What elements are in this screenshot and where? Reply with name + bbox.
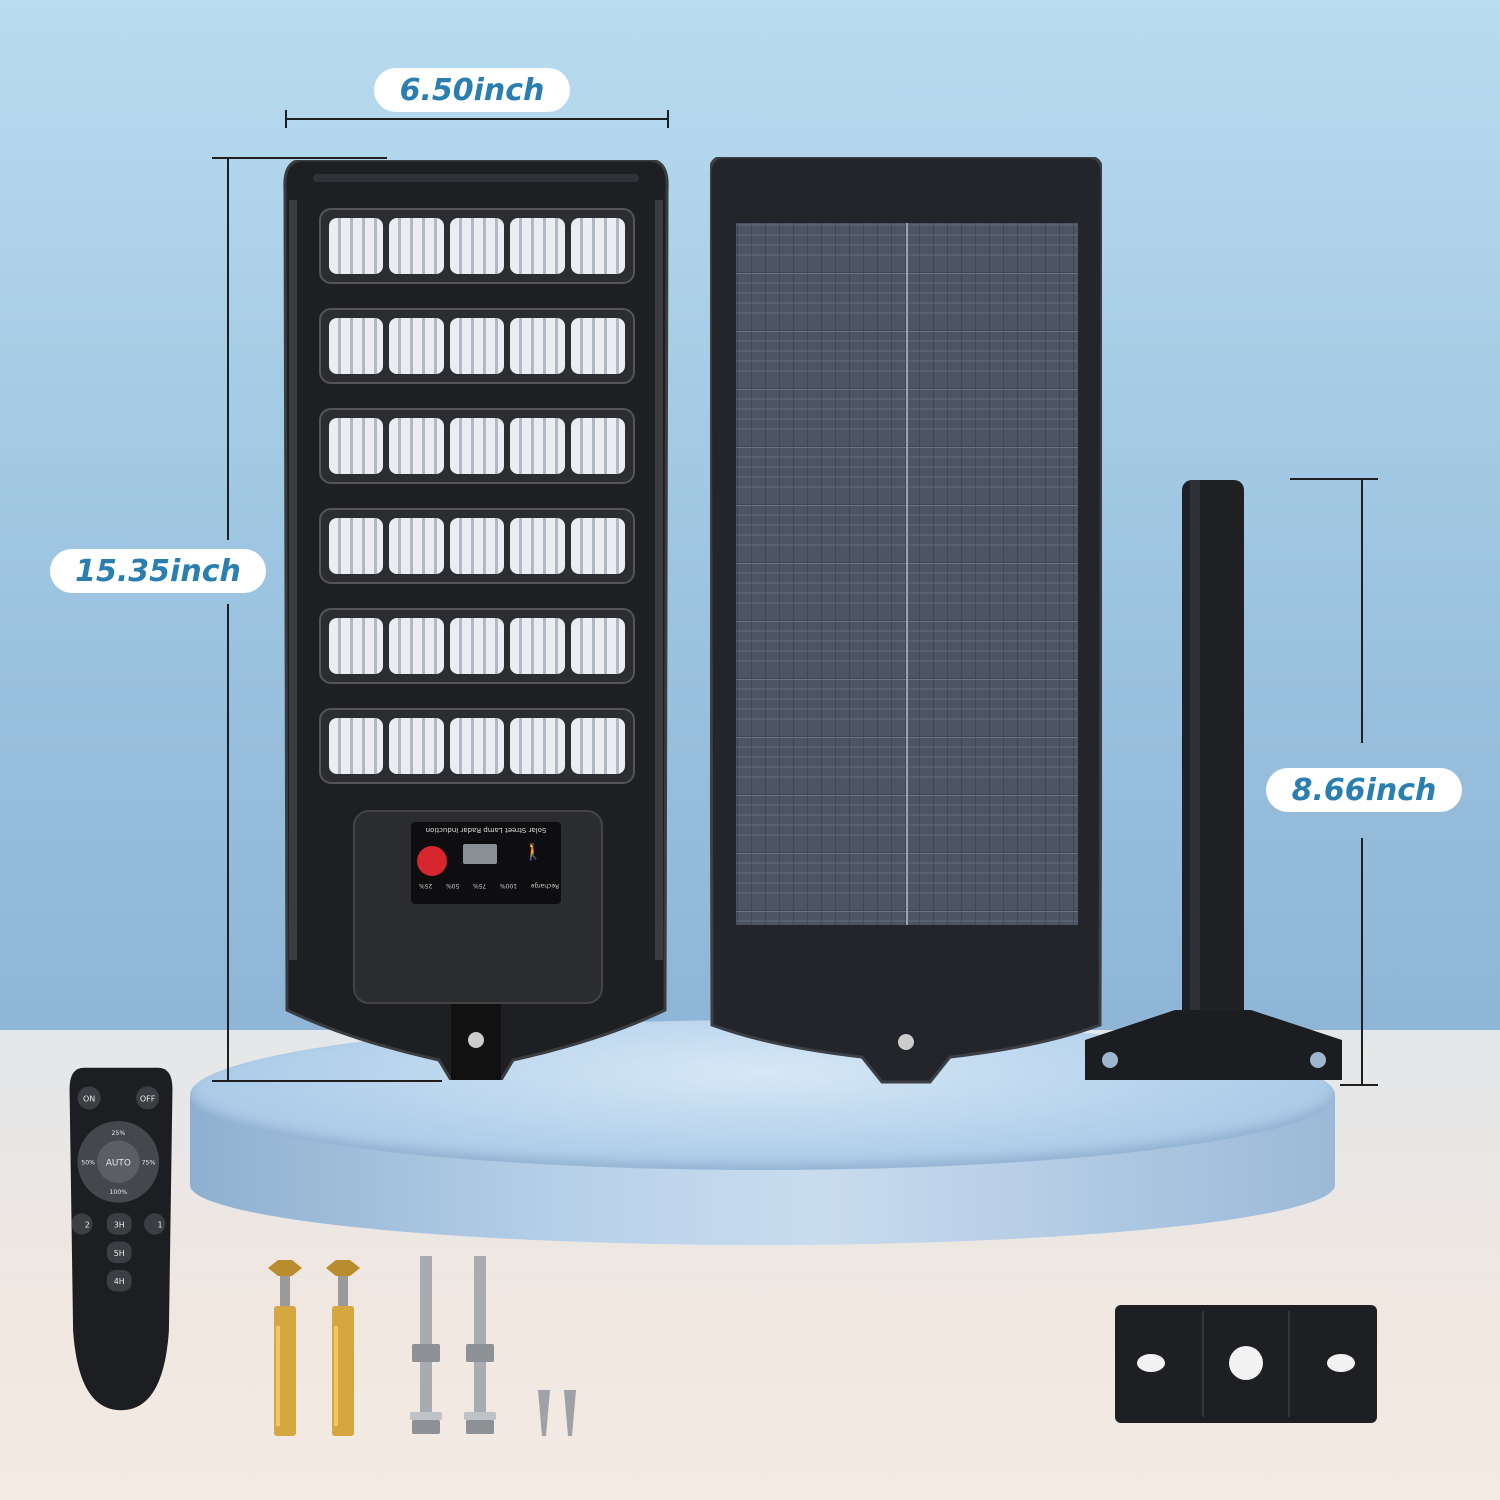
- height-dimension-line-top: [227, 157, 229, 540]
- remote-signal-1-label: 1: [157, 1220, 162, 1229]
- expansion-bolts: [268, 1260, 360, 1436]
- display-screen: [463, 844, 497, 864]
- control-box: Solar Street Lamp Radar Induction 🚶 Rech…: [353, 810, 603, 1004]
- self-tapping-screws: [538, 1390, 576, 1436]
- remote-right-pct: 75%: [142, 1159, 156, 1166]
- remote-signal-2-label: 2: [85, 1220, 90, 1229]
- remote-3h-label: 3H: [114, 1220, 125, 1229]
- remote-bottom-pct: 100%: [109, 1189, 127, 1196]
- radar-person-icon: 🚶: [523, 842, 543, 861]
- remote-on-label: ON: [83, 1095, 95, 1104]
- remote-3h-button[interactable]: [106, 1213, 132, 1235]
- remote-control: ON OFF AUTO 25% 50% 75% 100% 2 1 3H 5H 4…: [69, 1067, 173, 1411]
- led-row-3: [319, 408, 635, 484]
- height-dimension-line-bottom: [227, 604, 229, 1080]
- height-dimension-tick-top: [212, 157, 387, 159]
- remote-off-label: OFF: [140, 1095, 156, 1104]
- street-lamp-front: Solar Street Lamp Radar Induction 🚶 Rech…: [283, 160, 669, 1080]
- led-row-1: [319, 208, 635, 284]
- remote-5h-button[interactable]: [106, 1241, 132, 1263]
- level-label: 25%: [419, 882, 433, 889]
- pole-dimension-line-bottom: [1361, 838, 1363, 1085]
- control-panel-title: Solar Street Lamp Radar Induction: [425, 826, 547, 834]
- remote-4h-button[interactable]: [106, 1270, 132, 1292]
- pole-dimension-tick-bottom: [1340, 1084, 1378, 1086]
- level-label: 75%: [472, 882, 487, 889]
- level-label: Recharge: [530, 882, 559, 889]
- width-label: 6.50inch: [374, 68, 570, 112]
- pole-label: 8.66inch: [1266, 768, 1462, 812]
- machine-screw-1: [410, 1256, 442, 1434]
- remote-off-button[interactable]: [136, 1086, 160, 1110]
- pole-dimension-line-top: [1361, 480, 1363, 743]
- control-panel: Solar Street Lamp Radar Induction 🚶 Rech…: [411, 822, 561, 904]
- level-labels: Recharge 100% 75% 50% 25%: [419, 882, 559, 889]
- power-icon: [417, 846, 447, 876]
- remote-4h-label: 4H: [114, 1277, 125, 1286]
- remote-top-pct: 25%: [111, 1130, 125, 1137]
- level-label: 100%: [499, 882, 518, 889]
- machine-screws: [410, 1256, 496, 1434]
- height-label: 15.35inch: [50, 549, 266, 593]
- led-row-6: [319, 708, 635, 784]
- remote-auto-button[interactable]: [97, 1140, 140, 1184]
- remote-left-pct: 50%: [81, 1159, 95, 1166]
- led-row-2: [319, 308, 635, 384]
- led-row-4: [319, 508, 635, 584]
- pole-dimension-tick-top: [1290, 478, 1378, 480]
- remote-signal-1-button[interactable]: [144, 1213, 166, 1235]
- led-row-5: [319, 608, 635, 684]
- remote-on-button[interactable]: [77, 1086, 101, 1110]
- level-label: 50%: [446, 882, 460, 889]
- solar-panel-housing: [710, 157, 1102, 1084]
- mounting-bracket-plate: [1115, 1305, 1377, 1423]
- width-dimension-tick-left: [285, 110, 287, 128]
- remote-5h-label: 5H: [114, 1249, 125, 1258]
- expansion-bolt-2: [326, 1260, 360, 1436]
- mounting-pole: [1085, 480, 1342, 1080]
- height-dimension-tick-bottom: [212, 1080, 442, 1082]
- remote-auto-label: AUTO: [106, 1158, 131, 1168]
- solar-panel-back: [710, 157, 1102, 1087]
- machine-screw-2: [464, 1256, 496, 1434]
- width-dimension-tick-right: [667, 110, 669, 128]
- expansion-bolt-1: [268, 1260, 302, 1436]
- width-dimension-line: [285, 118, 669, 120]
- remote-signal-2-button[interactable]: [71, 1213, 93, 1235]
